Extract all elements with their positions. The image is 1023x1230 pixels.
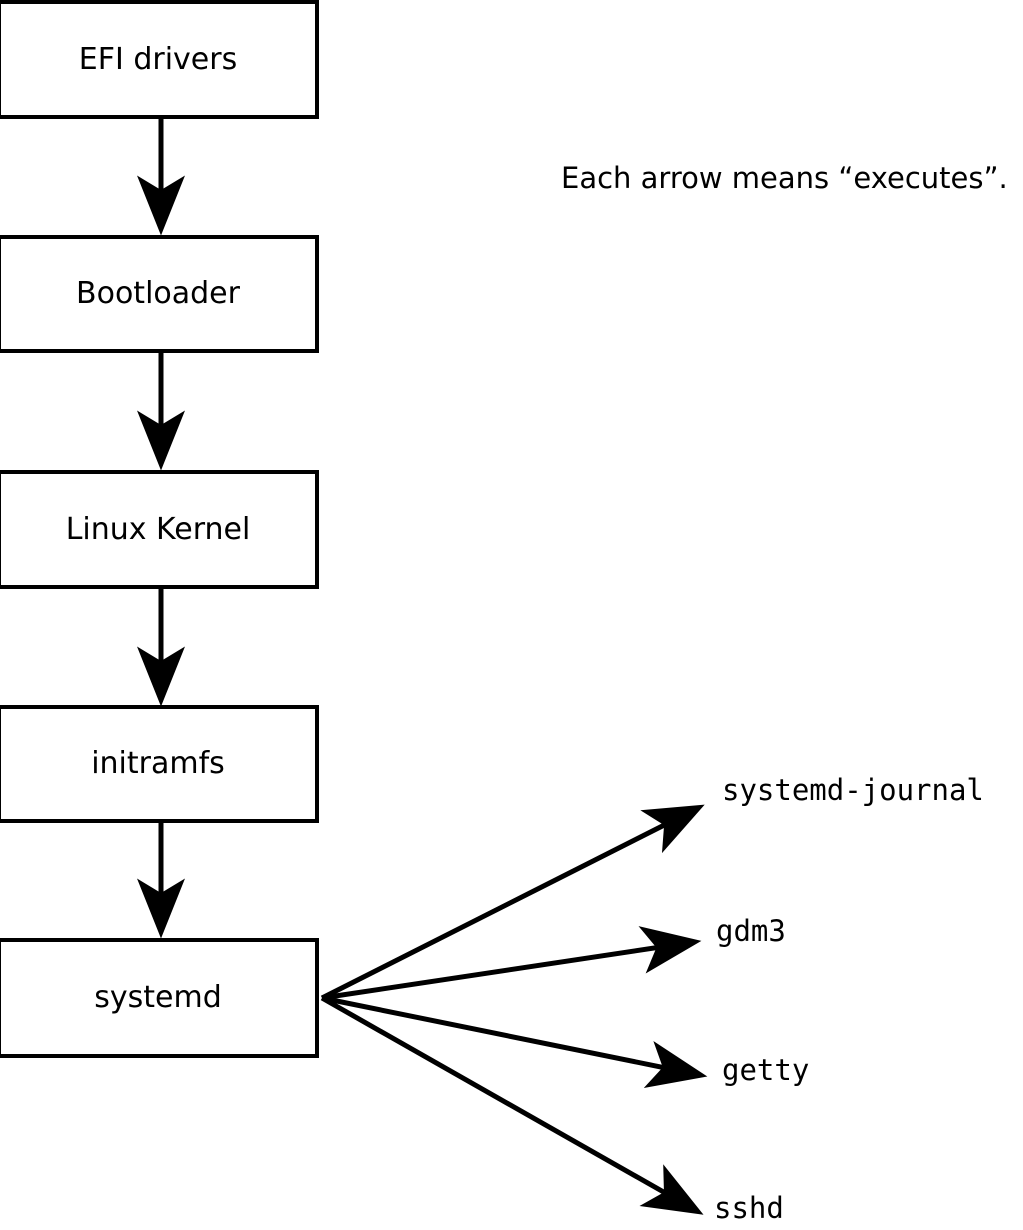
node-label-systemd: systemd bbox=[94, 980, 222, 1015]
diagram-caption: Each arrow means “executes”. bbox=[561, 161, 1008, 195]
node-bootloader[interactable]: Bootloader bbox=[0, 235, 319, 353]
arrow-systemd-to-sshd bbox=[320, 995, 704, 1215]
node-label-efi-drivers: EFI drivers bbox=[78, 41, 238, 77]
leaf-label-gdm3[interactable]: gdm3 bbox=[716, 914, 786, 948]
node-efi-drivers[interactable]: EFI drivers bbox=[0, 0, 319, 119]
node-systemd[interactable]: systemd bbox=[0, 938, 319, 1058]
node-label-initramfs: initramfs bbox=[91, 746, 225, 781]
node-initramfs[interactable]: initramfs bbox=[0, 705, 319, 823]
arrow-systemd-to-getty bbox=[321, 995, 708, 1089]
leaf-label-systemd-journal[interactable]: systemd-journal bbox=[722, 773, 984, 807]
node-label-bootloader: Bootloader bbox=[76, 276, 240, 311]
leaf-label-sshd[interactable]: sshd bbox=[714, 1191, 784, 1225]
node-linux-kernel[interactable]: Linux Kernel bbox=[0, 470, 319, 589]
node-label-linux-kernel: Linux Kernel bbox=[65, 511, 251, 547]
leaf-label-getty[interactable]: getty bbox=[722, 1053, 810, 1087]
arrow-systemd-to-systemd-journal bbox=[320, 804, 705, 1001]
arrow-systemd-to-gdm3 bbox=[321, 926, 702, 1001]
